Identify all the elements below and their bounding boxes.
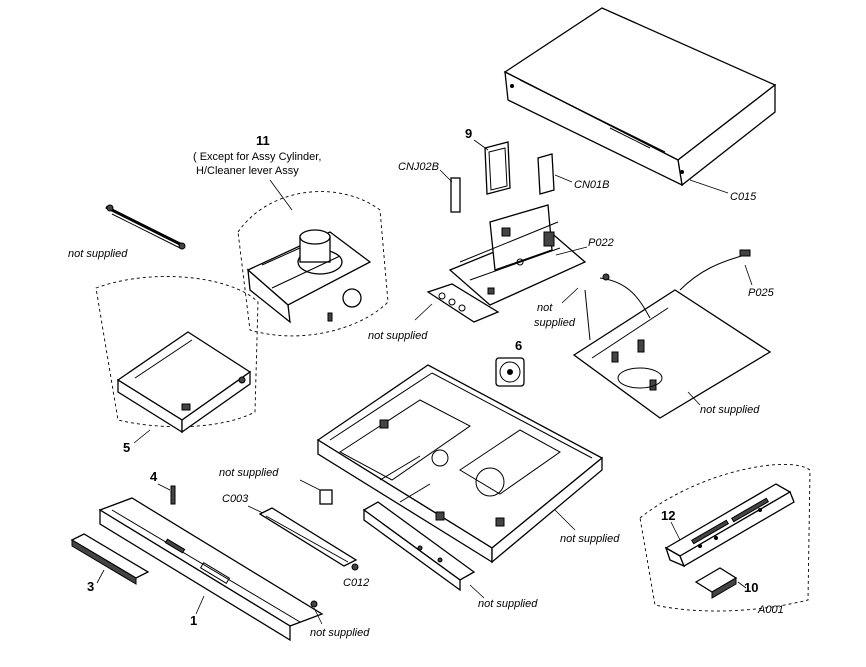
door-part-3	[70, 533, 150, 585]
chassis	[316, 364, 604, 564]
board-cnj02b	[450, 177, 461, 213]
battery-10	[694, 567, 738, 599]
top-cover	[503, 7, 777, 187]
label-not-supplied-clip: not supplied	[219, 467, 279, 479]
clip-part	[319, 489, 333, 505]
label-note-11-line2: H/Cleaner lever Assy	[196, 165, 299, 177]
label-not-supplied-rail: not supplied	[68, 248, 128, 260]
label-part-12: 12	[661, 508, 675, 523]
drive-unit-5	[116, 331, 252, 434]
label-cnj02b: CNJ02B	[398, 161, 439, 173]
label-c012: C012	[343, 577, 369, 589]
remote-outline	[639, 464, 811, 612]
mechanism-assembly-outline	[237, 191, 389, 337]
part-4-tab	[170, 485, 176, 505]
front-panel-1	[98, 497, 324, 642]
drive-outline	[95, 276, 259, 428]
label-c015: C015	[730, 191, 757, 203]
label-p025: P025	[748, 287, 775, 299]
front-board	[362, 501, 476, 592]
remote-control-12	[664, 483, 795, 568]
label-part-5: 5	[123, 440, 130, 455]
label-part-9: 9	[465, 126, 472, 141]
label-not-supplied-chassis: not supplied	[560, 533, 620, 545]
label-part-6: 6	[515, 338, 522, 353]
front-screw	[310, 600, 318, 608]
label-part-1: 1	[190, 613, 197, 628]
label-part-11: 11	[256, 133, 270, 148]
label-not-supplied-board: not supplied	[368, 330, 428, 342]
screw-c012	[351, 563, 359, 571]
label-not-supplied-rear: not supplied	[700, 404, 760, 416]
board-cn01b	[537, 153, 555, 195]
main-board-assembly	[448, 204, 587, 306]
label-note-11-line1: ( Except for Assy Cylinder,	[193, 151, 321, 163]
power-board	[572, 249, 772, 419]
label-not-supplied-front: not supplied	[310, 627, 370, 639]
jack-board	[426, 283, 500, 323]
bracket-c003	[258, 507, 358, 567]
label-part-10: 10	[744, 580, 758, 595]
label-p022: P022	[588, 237, 614, 249]
board-9	[484, 141, 511, 195]
label-part-4: 4	[150, 469, 158, 484]
fan-6	[495, 357, 525, 387]
label-not-supplied-frontboard: not supplied	[478, 598, 538, 610]
mechanism-assembly	[246, 229, 372, 324]
label-c003: C003	[222, 493, 249, 505]
label-cn01b: CN01B	[574, 179, 609, 191]
label-a001: A001	[757, 604, 784, 616]
label-not-supplied-mid-1: not	[537, 302, 553, 314]
label-not-supplied-mid-2: supplied	[534, 317, 576, 329]
rail-part	[105, 204, 186, 250]
label-part-3: 3	[87, 579, 94, 594]
